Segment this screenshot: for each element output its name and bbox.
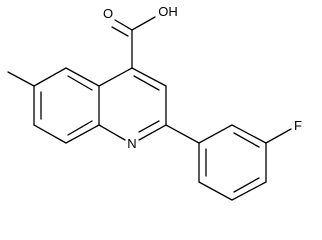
carboxylic-acid-group — [111, 16, 156, 69]
bond-c4-c3 — [131, 67, 167, 87]
double-bond-a4-a5 — [233, 177, 260, 193]
double-bond-c4-c3 — [133, 75, 160, 91]
ring-nitrogen-label: N — [127, 136, 136, 151]
benzo-ring — [33, 67, 100, 144]
bond-c8-c7 — [33, 124, 67, 144]
bond-c-oh — [131, 16, 156, 31]
bond-c2-aryl — [165, 124, 200, 144]
methyl-group — [7, 71, 35, 87]
bond-c6-c5 — [33, 67, 67, 87]
double-bond-a2-a3 — [233, 132, 260, 148]
double-bond-c2-n1 — [138, 120, 160, 133]
chemical-structure-diagram: O OH N F — [7, 4, 302, 201]
bond-c5-c4a — [65, 67, 100, 87]
hydroxyl-label: OH — [158, 4, 178, 19]
bond-c8a-c8 — [65, 124, 100, 144]
bond-a4-a5 — [231, 181, 267, 201]
bond-c4a-c4 — [98, 67, 133, 87]
double-bond-c5-c4a — [67, 75, 93, 91]
carbonyl-oxygen-label: O — [103, 6, 113, 21]
double-bond-c8a-c8 — [67, 120, 93, 136]
bond-a2-a3 — [231, 124, 267, 144]
carbonyl-bond-outer — [114, 19, 133, 31]
bond-c2-n1 — [138, 124, 167, 141]
bond-a5-a6 — [198, 181, 233, 201]
methyl-bond — [7, 71, 35, 87]
carbonyl-bond-inner — [111, 26, 129, 37]
bond-c-f — [265, 128, 292, 144]
fluorine-label: F — [294, 118, 302, 133]
bond-n1-c8a — [98, 124, 126, 141]
pyridine-ring — [98, 67, 167, 141]
bond-a1-a2 — [198, 124, 233, 144]
fluorophenyl-ring — [198, 124, 292, 201]
